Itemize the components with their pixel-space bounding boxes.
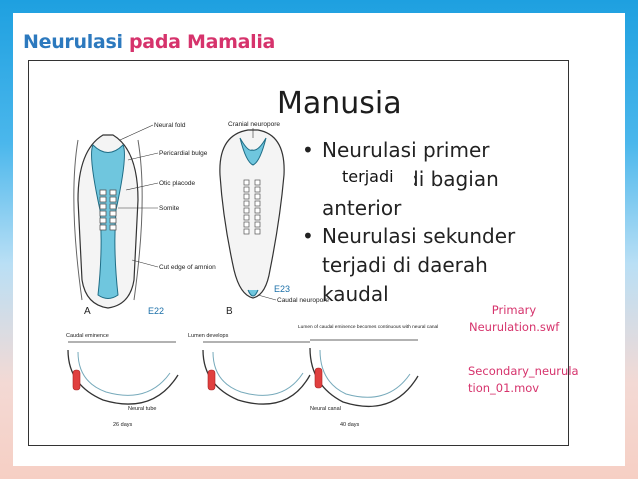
link-secondary-line2: tion_01.mov [468,381,540,395]
label-e23: E23 [274,284,290,294]
label-e22: E22 [148,306,164,316]
label-lumen-caudal: Lumen of caudal eminence becomes continu… [298,324,438,330]
label-cranial-neuropore: Cranial neuropore [228,121,280,128]
label-neural-fold: Neural fold [154,122,186,129]
embryo-b: Cranial neuropore Caudal neuropore B E23 [219,121,329,317]
label-somite: Somite [159,205,180,212]
label-a: A [84,306,91,317]
bullet-secondary-line1: Neurulasi sekunder [322,224,516,248]
link-primary-line2: Neurulation.swf [469,320,560,334]
label-40-days: 40 days [340,422,360,428]
bullet-primary: • Neurulasi primer di bagian anterior [302,136,499,223]
slide-title: Neurulasi pada Mamalia [23,31,275,53]
bullet-primary-line2: di bagian [406,167,499,191]
stage-2 [202,341,311,405]
bullet-dot-icon: • [302,138,314,162]
bullet-secondary-line2: terjadi di daerah [322,253,488,277]
bullet-primary-line1: Neurulasi primer [322,138,490,162]
label-caudal-neuropore: Caudal neuropore [277,297,329,304]
label-lumen-develops: Lumen develops [188,333,229,339]
bullet-secondary: • Neurulasi sekunder terjadi di daerah k… [302,222,516,309]
stage-3 [309,339,419,408]
link-primary-line1: Primary [491,303,537,317]
label-pericardial-bulge: Pericardial bulge [159,150,208,157]
overlay-terjadi: terjadi [342,167,414,187]
label-otic-placode: Otic placode [159,180,196,187]
label-cut-edge: Cut edge of amnion [159,264,216,271]
secondary-neurulation-row: Caudal eminence Lumen develops Lumen of … [66,324,438,428]
label-26-days: 26 days [113,422,133,428]
label-b: B [226,306,233,317]
embryo-a: Neural fold Pericardial bulge Otic placo… [73,122,216,317]
neurulation-diagram: Neural fold Pericardial bulge Otic placo… [66,121,438,428]
link-secondary-neurulation[interactable]: Secondary_neurula tion_01.mov [468,363,579,397]
bullet-primary-line3: anterior [322,196,402,220]
bullet-secondary-line3: kaudal [322,282,389,306]
bullet-dot-icon: • [302,224,314,248]
label-neural-tube: Neural tube [128,406,156,412]
title-part-neurulasi: Neurulasi [23,31,123,53]
label-caudal-eminence: Caudal eminence [66,333,109,339]
title-part-mamalia: pada Mamalia [129,31,276,53]
heading-manusia: Manusia [277,86,402,121]
link-secondary-line1: Secondary_neurula [468,364,579,378]
label-neural-canal: Neural canal [310,406,341,412]
stage-1 [67,341,179,405]
link-primary-neurulation[interactable]: Primary Neurulation.swf [469,302,559,336]
